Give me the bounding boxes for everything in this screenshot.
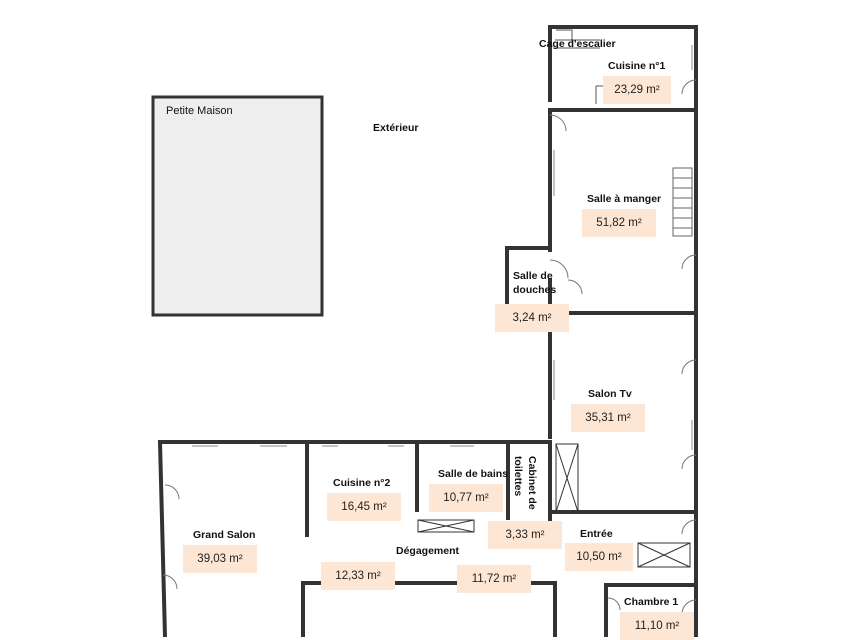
grand-salon-area: 39,03 m² [183,545,257,573]
salon-tv-area: 35,31 m² [571,404,645,432]
windows [192,45,693,450]
salle-bains-area: 10,77 m² [429,484,503,512]
grand-salon-label: Grand Salon [193,529,256,541]
cage-escalier-label: Cage d'escalier [539,38,616,50]
salle-manger-area: 51,82 m² [582,209,656,237]
degagement-area-2: 11,72 m² [457,565,531,593]
entree-area: 10,50 m² [565,543,633,571]
cuisine1-label: Cuisine n°1 [608,60,666,72]
cabinet-area: 3,33 m² [488,521,562,549]
stair-cage [555,29,620,104]
degagement-area-1: 12,33 m² [321,562,395,590]
cabinet-label-1: Cabinet de [526,456,538,510]
cuisine2-label: Cuisine n°2 [333,477,391,489]
closets [417,443,691,568]
entree-label: Entrée [580,528,613,540]
cuisine1-area: 23,29 m² [603,76,671,104]
petite-maison-label: Petite Maison [166,105,233,117]
degagement-label: Dégagement [396,545,460,557]
cuisine2-area: 16,45 m² [327,493,401,521]
chambre1-area: 11,10 m² [620,612,694,640]
salle-bains-label: Salle de bains [438,468,509,480]
salle-manger-label: Salle à manger [587,193,662,205]
salle-douches-area: 3,24 m² [495,304,569,332]
walls [157,25,698,637]
cabinet-label-2: toilettes [512,456,524,497]
stairs-icon [672,167,693,237]
salle-douches-label-1: Salle de [513,270,553,282]
petite-maison-block [151,95,324,317]
salon-tv-label: Salon Tv [588,388,632,400]
chambre1-label: Chambre 1 [624,596,679,608]
doors [162,79,697,615]
salle-douches-label-2: douches [513,284,557,296]
exterieur-label: Extérieur [373,122,419,134]
